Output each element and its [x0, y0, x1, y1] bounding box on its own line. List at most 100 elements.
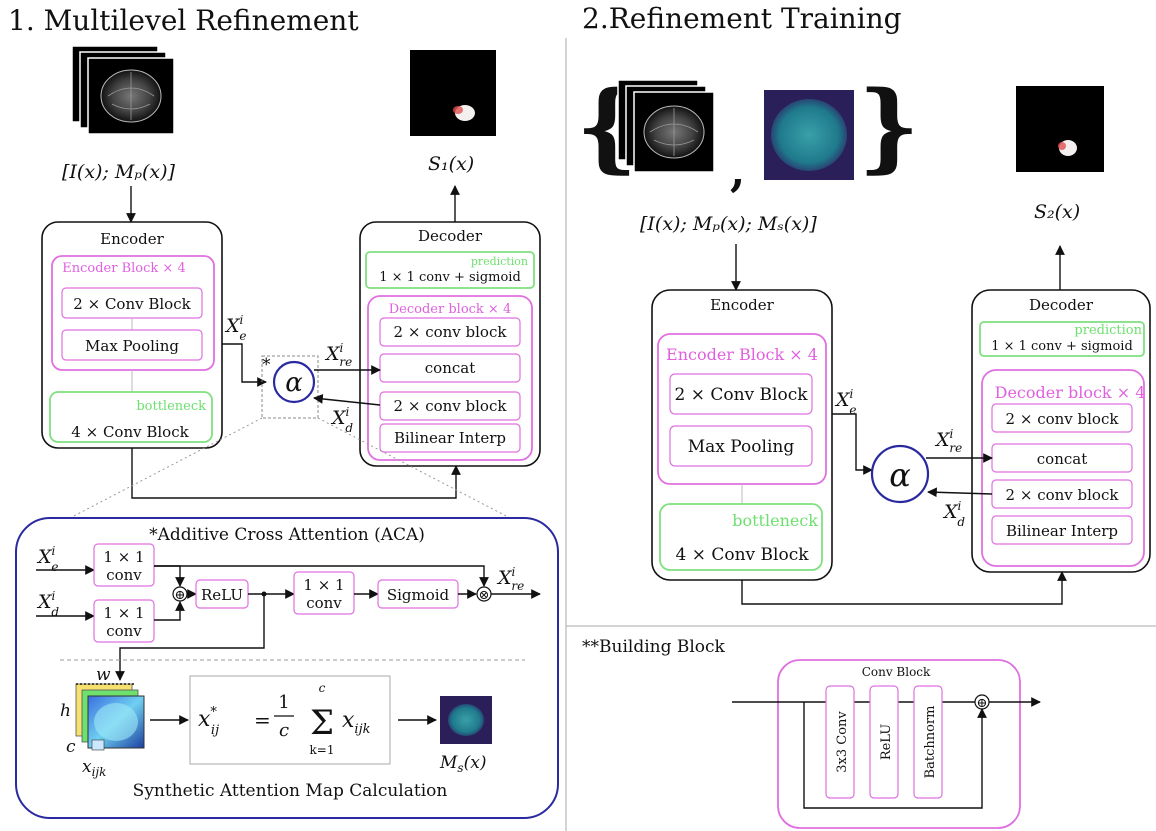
- svg-text:1 × 1: 1 × 1: [303, 576, 344, 594]
- svg-text:3x3 Conv: 3x3 Conv: [835, 711, 850, 773]
- brace-close: }: [858, 70, 920, 183]
- svg-text:Bilinear Interp: Bilinear Interp: [1006, 522, 1118, 540]
- aca-title: *Additive Cross Attention (ACA): [149, 525, 425, 545]
- comma: ,: [730, 146, 745, 197]
- svg-text:1 × 1: 1 × 1: [103, 604, 144, 622]
- svg-text:c: c: [319, 681, 326, 695]
- decoder-2: Decoder prediction 1 × 1 conv + sigmoid …: [971, 289, 1151, 573]
- aca-conv-top: [93, 543, 155, 587]
- decoder-1-block-label: Decoder block × 4: [389, 302, 511, 317]
- decoder-1-conv1: 2 × conv block: [394, 323, 508, 341]
- building-block-diagram: Conv Block ⊕ 3x3 Conv ReLU Batchnorm: [732, 659, 1041, 829]
- mri-input-stack-2: [617, 79, 715, 173]
- encoder-1-conv: 2 × Conv Block: [73, 295, 191, 313]
- svg-text:Σ: Σ: [310, 703, 334, 743]
- svg-text:Decoder: Decoder: [1029, 296, 1094, 314]
- alpha-node-2: [870, 444, 930, 504]
- cube-dim-h: h: [60, 701, 71, 721]
- svg-text:concat: concat: [1037, 450, 1087, 468]
- panel1-output-label: S₁(x): [428, 153, 474, 175]
- svg-text:conv: conv: [306, 594, 342, 612]
- formula-lhs: x*ij: [198, 705, 219, 738]
- encoder-1: Encoder Encoder Block × 4 2 × Conv Block…: [41, 221, 223, 449]
- svg-text:=: =: [254, 708, 271, 732]
- map-label: Ms(x): [439, 753, 486, 775]
- panel2-output-label: S₂(x): [1034, 201, 1080, 223]
- svg-text:conv: conv: [106, 566, 142, 584]
- decoder-1-concat: concat: [425, 359, 475, 377]
- decoder-1-interp: Bilinear Interp: [394, 429, 506, 447]
- decoder-1-conv2: 2 × conv block: [394, 397, 508, 415]
- svg-text:2 × Conv Block: 2 × Conv Block: [674, 385, 808, 405]
- svg-text:2 × conv block: 2 × conv block: [1006, 410, 1120, 428]
- cube-dim-c: c: [66, 737, 76, 757]
- svg-text:Sigmoid: Sigmoid: [387, 586, 450, 604]
- alpha-node-1: [272, 360, 316, 404]
- decoder-1: Decoder prediction 1 × 1 conv + sigmoid …: [359, 221, 541, 467]
- svg-text:Encoder Block × 4: Encoder Block × 4: [666, 345, 818, 364]
- decoder-1-title: Decoder: [418, 227, 483, 245]
- aca-caption: Synthetic Attention Map Calculation: [133, 781, 448, 801]
- svg-text:Batchnorm: Batchnorm: [923, 706, 938, 779]
- svg-text:⊕: ⊕: [175, 588, 186, 603]
- decoder-1-prediction-label: prediction: [471, 255, 528, 268]
- panel2-input-label: [I(x); Mₚ(x); Mₛ(x)]: [640, 213, 817, 235]
- svg-text:Encoder: Encoder: [710, 296, 775, 314]
- svg-text:4 × Conv Block: 4 × Conv Block: [675, 545, 809, 565]
- encoder-1-bottleneck-label: bottleneck: [136, 399, 206, 414]
- svg-text:bottleneck: bottleneck: [732, 511, 818, 530]
- synthetic-attention-map: [440, 696, 492, 744]
- svg-text:c: c: [279, 720, 289, 741]
- svg-text:Decoder block × 4: Decoder block × 4: [995, 383, 1146, 402]
- encoder-1-block-label: Encoder Block × 4: [62, 261, 185, 276]
- svg-text:1: 1: [278, 692, 289, 713]
- alpha-1-label: α: [285, 368, 303, 398]
- aca-star: *: [262, 355, 271, 375]
- svg-text:Conv Block: Conv Block: [862, 665, 931, 679]
- encoder-1-block: [51, 255, 215, 371]
- encoder-1-title: Encoder: [100, 230, 165, 248]
- mri-input-stack-1: [71, 45, 175, 135]
- encoder-1-bottleneck-conv: 4 × Conv Block: [71, 423, 189, 441]
- svg-text:ReLU: ReLU: [201, 586, 243, 604]
- segmentation-output-1: [410, 50, 496, 136]
- cube-xijk: xijk: [82, 757, 106, 779]
- svg-text:⊕: ⊕: [977, 696, 988, 711]
- encoder-1-bottleneck: [49, 391, 213, 443]
- panel1-input-label: [I(x); Mₚ(x)]: [62, 161, 175, 183]
- svg-text:α: α: [889, 456, 911, 494]
- svg-text:⊗: ⊗: [479, 588, 490, 603]
- svg-text:1 × 1 conv + sigmoid: 1 × 1 conv + sigmoid: [991, 339, 1133, 354]
- svg-text:prediction: prediction: [1074, 323, 1142, 338]
- feature-cube: [75, 683, 145, 751]
- svg-text:Max Pooling: Max Pooling: [688, 437, 795, 457]
- panel2-title: 2.Refinement Training: [582, 2, 902, 35]
- cube-dim-w: w: [96, 665, 111, 685]
- formula-term: xijk: [342, 708, 371, 737]
- aca-conv-mid: [293, 571, 355, 615]
- svg-text:k=1: k=1: [310, 743, 335, 757]
- attention-map-input: [764, 90, 854, 180]
- svg-text:conv: conv: [106, 622, 142, 640]
- decoder-1-prediction-conv: 1 × 1 conv + sigmoid: [379, 270, 521, 285]
- formula-box: [189, 675, 391, 765]
- svg-text:ReLU: ReLU: [879, 724, 894, 760]
- svg-text:2 × conv block: 2 × conv block: [1006, 486, 1120, 504]
- encoder-2: Encoder Encoder Block × 4 2 × Conv Block…: [651, 289, 833, 581]
- aca-conv-bottom: [93, 599, 155, 643]
- building-block-title: **Building Block: [582, 637, 726, 657]
- segmentation-output-2: [1016, 86, 1104, 172]
- svg-text:1 × 1: 1 × 1: [103, 548, 144, 566]
- aca-focus-box: [261, 355, 319, 419]
